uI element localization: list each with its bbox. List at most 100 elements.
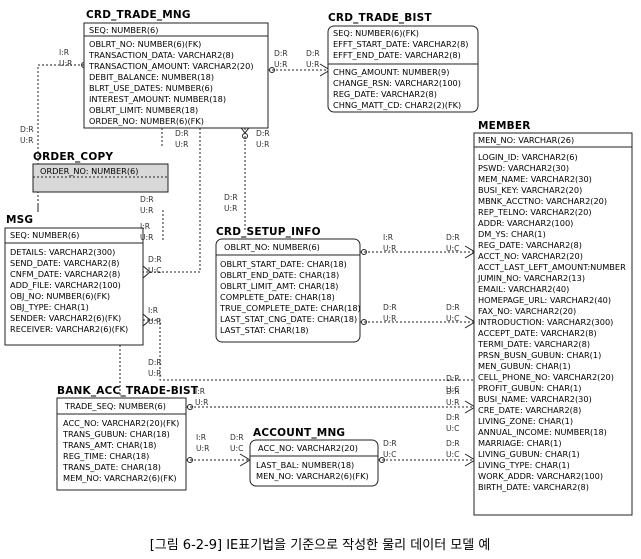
- entity-attr: LIVING_ZONE: CHAR(1): [478, 416, 573, 426]
- rel-label: U:R: [148, 369, 162, 378]
- entity-key: SEQ: NUMBER(6): [10, 230, 79, 240]
- rel-label: U:C: [230, 444, 243, 453]
- entity-title: ACCOUNT_MNG: [253, 427, 345, 439]
- entity-attr: REG_DATE: VARCHAR2(8): [333, 89, 437, 99]
- rel-label: I:R: [140, 222, 151, 231]
- rel-label: I:R: [383, 233, 394, 242]
- entity-attr: TRANSACTION_AMOUNT: VARCHAR2(20): [88, 61, 254, 71]
- entity-attr: LIVING_TYPE: CHAR(1): [478, 460, 570, 470]
- entity-title: CRD_SETUP_INFO: [216, 226, 321, 238]
- rel-label: U:R: [196, 444, 210, 453]
- rel-label: D:R: [446, 233, 460, 242]
- entity-attr: REG_DATE: VARCHAR2(8): [478, 240, 582, 250]
- entity-attr: PROFIT_GUBUN: CHAR(1): [478, 383, 581, 393]
- rel-label: U:R: [224, 204, 238, 213]
- rel-label: U:R: [306, 60, 320, 69]
- rel-label: U:R: [59, 59, 73, 68]
- entity-attr: DM_YS: CHAR(1): [478, 229, 546, 239]
- entity-attr: CNFM_DATE: VARCHAR2(8): [10, 269, 120, 279]
- rel-label: I:R: [196, 433, 207, 442]
- rel-label: D:R: [306, 49, 320, 58]
- entity-attr: LAST_STAT_CNG_DATE: CHAR(18): [220, 314, 357, 324]
- entity-key: EFFT_START_DATE: VARCHAR2(8): [333, 39, 468, 49]
- entity-crd-trade-bist[interactable]: CRD_TRADE_BIST SEQ: NUMBER(6)(FK) EFFT_S…: [327, 12, 479, 113]
- entity-title: BANK_ACC_TRADE-BIST: [57, 385, 199, 397]
- entity-attr: SENDER: VARCHAR2(6)(FK): [10, 313, 121, 323]
- entity-attr: MEN_GUBUN: CHAR(1): [478, 361, 571, 371]
- rel-label: U:R: [148, 317, 162, 326]
- rel-label: D:R: [274, 49, 288, 58]
- rel-label: I:R: [195, 387, 206, 396]
- entity-order-copy[interactable]: ORDER_COPY ORDER_NO: NUMBER(6): [32, 151, 169, 193]
- entity-attr: MEN_NO: VARCHAR2(6)(FK): [256, 471, 369, 481]
- entity-attr: ADDR: VARCHAR2(100): [478, 218, 573, 228]
- entity-attr: BLRT_USE_DATES: NUMBER(6): [89, 83, 213, 93]
- entity-key: TRADE_SEQ: NUMBER(6): [64, 401, 166, 411]
- rel-marker-4: [361, 249, 367, 255]
- entity-key: ORDER_NO: NUMBER(6): [40, 166, 138, 176]
- entity-attr: ORDER_NO: NUMBER(6)(FK): [89, 116, 204, 126]
- rel-label: D:R: [256, 129, 270, 138]
- entity-attr: OBJ_NO: NUMBER(6)(FK): [10, 291, 110, 301]
- rel-label: D:R: [446, 439, 460, 448]
- entity-attr: JUMIN_NO: VARCHAR2(13): [477, 273, 585, 283]
- entity-box: [473, 132, 633, 516]
- relationship-lines: [37, 64, 475, 461]
- rel-label: U:R: [383, 244, 397, 253]
- entity-attr: ACC_NO: VARCHAR2(20)(FK): [63, 418, 179, 428]
- rel-label: D:R: [446, 303, 460, 312]
- entity-account-mng[interactable]: ACCOUNT_MNG ACC_NO: VARCHAR2(20) LAST_BA…: [249, 427, 379, 487]
- rel-label: U:R: [140, 233, 154, 242]
- entity-attr: DEBIT_BALANCE: NUMBER(18): [89, 72, 214, 82]
- entity-attr: OBJ_TYPE: CHAR(1): [10, 302, 89, 312]
- rel-label: D:R: [148, 255, 162, 264]
- entity-key: EFFT_END_DATE: VARCHAR2(8): [333, 50, 461, 60]
- entity-title: ORDER_COPY: [33, 151, 113, 163]
- rel-label: D:R: [446, 387, 460, 396]
- rel-line-trade-msg: [37, 64, 84, 212]
- entity-attr: LIVING_GUBUN: CHAR(1): [478, 449, 580, 459]
- rel-label: U:R: [195, 398, 209, 407]
- entity-attr: CRE_DATE: VARCHAR2(8): [478, 405, 581, 415]
- entity-key: MEN_NO: VARCHAR(26): [478, 135, 574, 145]
- rel-marker-1: [269, 67, 275, 73]
- entity-member[interactable]: MEMBER MEN_NO: VARCHAR(26) LOGIN_ID: VAR…: [473, 120, 633, 516]
- entity-attr: PSWD: VARCHAR2(30): [478, 163, 569, 173]
- entity-attr: TRANS_AMT: CHAR(18): [62, 440, 156, 450]
- entity-attr: HOMEPAGE_URL: VARCHAR2(40): [478, 295, 611, 305]
- entity-key: SEQ: NUMBER(6)(FK): [333, 28, 419, 38]
- entity-attr: SEND_DATE: VARCHAR2(8): [10, 258, 119, 268]
- entity-bank-acc-trade-bist[interactable]: BANK_ACC_TRADE-BIST TRADE_SEQ: NUMBER(6)…: [56, 385, 199, 491]
- rel-label: D:R: [175, 129, 189, 138]
- rel-marker-8: [379, 457, 385, 463]
- rel-label: D:R: [230, 433, 244, 442]
- rel-label: U:R: [446, 398, 460, 407]
- entity-title: CRD_TRADE_MNG: [86, 9, 191, 21]
- rel-label: I:R: [59, 48, 70, 57]
- rel-label: D:R: [148, 358, 162, 367]
- relationship-labels: I:R U:R D:R U:R D:R U:R D:R U:R D:R U:R …: [20, 48, 460, 459]
- rel-label: U:C: [446, 314, 459, 323]
- rel-label: U:R: [383, 314, 397, 323]
- entity-crd-trade-mng[interactable]: CRD_TRADE_MNG SEQ: NUMBER(6) OBLRT_NO: N…: [83, 9, 269, 129]
- rel-label: U:C: [446, 450, 459, 459]
- entity-attr: BUSI_NAME: VARCHAR2(30): [478, 394, 592, 404]
- entity-box: [4, 227, 144, 346]
- entity-attr: MEM_NO: VARCHAR2(6)(FK): [63, 473, 177, 483]
- entity-attr: CHNG_MATT_CD: CHAR2(2)(FK): [333, 100, 461, 110]
- entity-attr: BUSI_KEY: VARCHAR2(20): [478, 185, 582, 195]
- entity-crd-setup-info[interactable]: CRD_SETUP_INFO OBLRT_NO: NUMBER(6) OBLRT…: [215, 226, 361, 343]
- rel-crowfoot-9: [142, 313, 151, 327]
- entity-attr: OBLRT_END_DATE: CHAR(18): [220, 270, 339, 280]
- entity-title: MEMBER: [478, 120, 531, 132]
- rel-label: D:R: [446, 413, 460, 422]
- entity-msg[interactable]: MSG SEQ: NUMBER(6) DETAILS: VARCHAR2(300…: [4, 214, 144, 346]
- entity-attr: ANNUAL_INCOME: NUMBER(18): [478, 427, 607, 437]
- entity-box: [83, 22, 269, 129]
- entity-attr: LOGIN_ID: VARCHAR2(6): [478, 152, 578, 162]
- entity-attr: TRANS_GUBUN: CHAR(18): [62, 429, 170, 439]
- entity-key: ACC_NO: VARCHAR2(20): [258, 443, 358, 453]
- entity-attr: TRANS_DATE: CHAR(18): [62, 462, 161, 472]
- member-attr-list: LOGIN_ID: VARCHAR2(6) PSWD: VARCHAR2(30)…: [477, 152, 626, 492]
